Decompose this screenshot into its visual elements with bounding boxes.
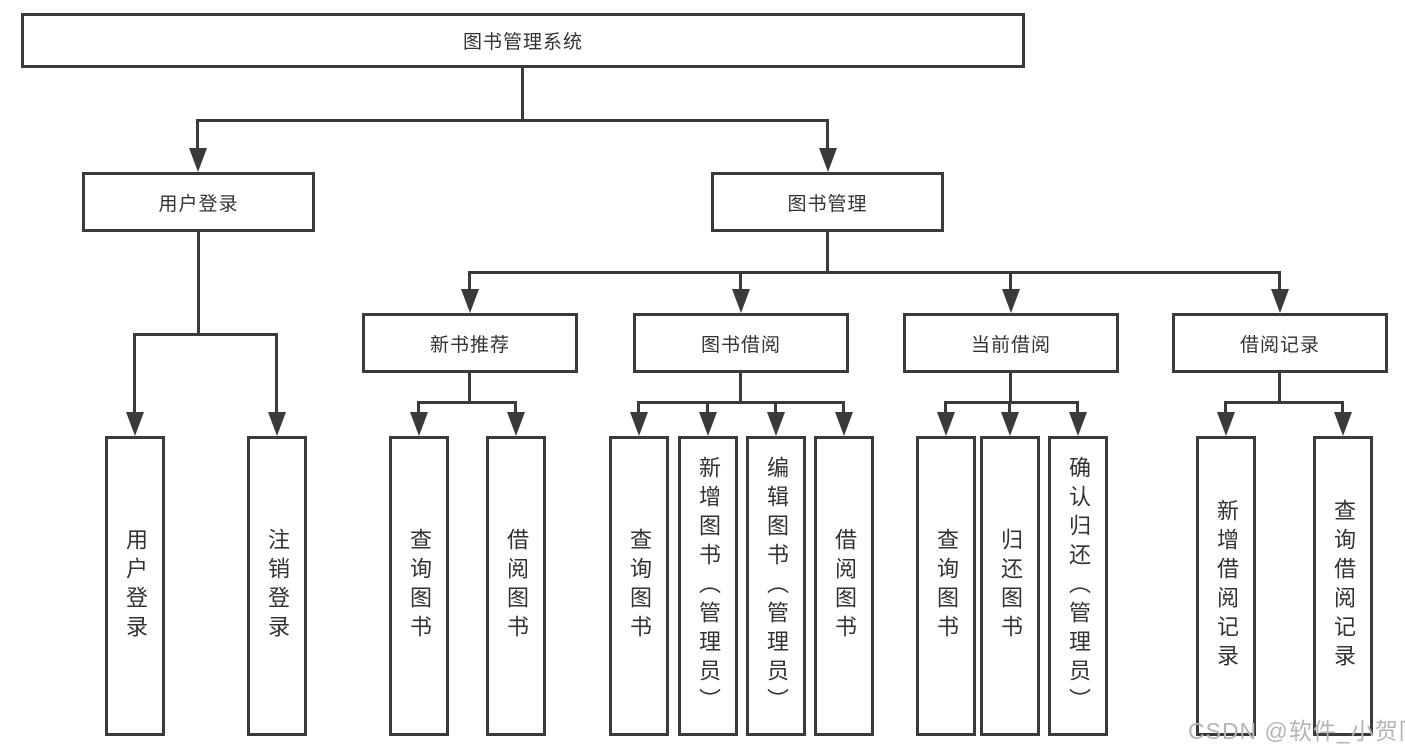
leaf-query-books-borrowing: 查询图书 (609, 436, 669, 736)
node-label: 查询图书 (934, 528, 959, 644)
node-label: 借阅记录 (1239, 334, 1320, 356)
arrow-down-icon (767, 412, 785, 436)
arrow-down-icon (268, 412, 286, 436)
leaf-edit-book-admin: 编辑图书（管理员） (746, 436, 806, 736)
node-label: 查询借阅记录 (1331, 499, 1356, 673)
leaf-query-books-current: 查询图书 (916, 436, 976, 736)
arrow-down-icon (1334, 412, 1352, 436)
node-user-login: 用户登录 (82, 172, 315, 232)
connector-bar (944, 401, 1079, 404)
node-label: 编辑图书（管理员） (764, 455, 789, 717)
leaf-borrow-books-recommend: 借阅图书 (486, 436, 546, 736)
leaf-confirm-return-admin: 确认归还（管理员） (1048, 436, 1108, 736)
connector-drop (706, 401, 709, 415)
node-borrowing-records: 借阅记录 (1172, 313, 1388, 373)
arrow-down-icon (835, 412, 853, 436)
leaf-query-borrow-record: 查询借阅记录 (1313, 436, 1373, 736)
connector-bar (468, 271, 1281, 274)
node-label: 归还图书 (998, 528, 1023, 644)
leaf-user-login: 用户登录 (105, 436, 165, 736)
arrow-down-icon (1217, 412, 1235, 436)
connector-root-bar (196, 119, 829, 122)
arrow-down-icon (819, 148, 837, 172)
connector-drop (1076, 401, 1079, 415)
connector-drop (739, 271, 742, 292)
arrow-down-icon (410, 412, 428, 436)
leaf-return-book: 归还图书 (980, 436, 1040, 736)
node-label: 注销登录 (265, 528, 290, 644)
connector-root-stem (521, 68, 524, 122)
connector-drop (774, 401, 777, 415)
node-label: 新增借阅记录 (1214, 499, 1239, 673)
connector-drop (637, 401, 640, 415)
connector-drop (514, 401, 517, 415)
node-label: 用户登录 (123, 528, 148, 644)
leaf-borrow-books-borrowing: 借阅图书 (814, 436, 874, 736)
connector-stem (826, 232, 829, 274)
connector-drop (1224, 401, 1227, 415)
arrow-down-icon (1002, 289, 1020, 313)
arrow-down-icon (461, 289, 479, 313)
connector-drop (275, 333, 278, 415)
connector-drop (1278, 271, 1281, 292)
connector-stem (1009, 372, 1012, 404)
node-library-management-system: 图书管理系统 (21, 13, 1025, 68)
leaf-logout: 注销登录 (247, 436, 307, 736)
arrow-down-icon (630, 412, 648, 436)
csdn-watermark: CSDN @软件_小贺同学 (1188, 718, 1405, 744)
arrow-down-icon (699, 412, 717, 436)
connector-drop (826, 119, 829, 152)
arrow-down-icon (1001, 412, 1019, 436)
arrow-down-icon (937, 412, 955, 436)
node-book-management: 图书管理 (711, 172, 944, 232)
connector-drop (1009, 271, 1012, 292)
node-label: 图书管理系统 (462, 32, 583, 53)
connector-drop (1008, 401, 1011, 415)
connector-bar (1224, 401, 1344, 404)
arrow-down-icon (732, 289, 750, 313)
connector-stem (1278, 372, 1281, 404)
arrow-down-icon (126, 412, 144, 436)
node-label: 借阅图书 (504, 528, 529, 644)
connector-bar (637, 401, 845, 404)
node-label: 查询图书 (627, 528, 652, 644)
node-book-borrowing: 图书借阅 (633, 313, 849, 373)
node-current-borrowing: 当前借阅 (903, 313, 1119, 373)
connector-bar (417, 401, 517, 404)
node-label: 图书借阅 (700, 334, 781, 356)
node-label: 借阅图书 (832, 528, 857, 644)
node-new-book-recommend: 新书推荐 (362, 313, 578, 373)
connector-stem (197, 232, 200, 336)
arrow-down-icon (507, 412, 525, 436)
connector-drop (1341, 401, 1344, 415)
connector-stem (739, 372, 742, 404)
connector-drop (133, 333, 136, 415)
connector-bar (133, 333, 278, 336)
connector-drop (196, 119, 199, 152)
leaf-add-borrow-record: 新增借阅记录 (1196, 436, 1256, 736)
node-label: 当前借阅 (970, 334, 1051, 356)
connector-drop (417, 401, 420, 415)
node-label: 确认归还（管理员） (1066, 455, 1091, 717)
node-label: 用户登录 (158, 193, 239, 215)
connector-stem (468, 372, 471, 404)
connector-drop (468, 271, 471, 292)
node-label: 图书管理 (787, 193, 868, 215)
leaf-query-books-recommend: 查询图书 (389, 436, 449, 736)
node-label: 查询图书 (407, 528, 432, 644)
arrow-down-icon (1271, 289, 1289, 313)
connector-drop (842, 401, 845, 415)
leaf-add-book-admin: 新增图书（管理员） (678, 436, 738, 736)
connector-drop (944, 401, 947, 415)
arrow-down-icon (189, 148, 207, 172)
node-label: 新书推荐 (429, 334, 510, 356)
arrow-down-icon (1069, 412, 1087, 436)
node-label: 新增图书（管理员） (696, 455, 721, 717)
